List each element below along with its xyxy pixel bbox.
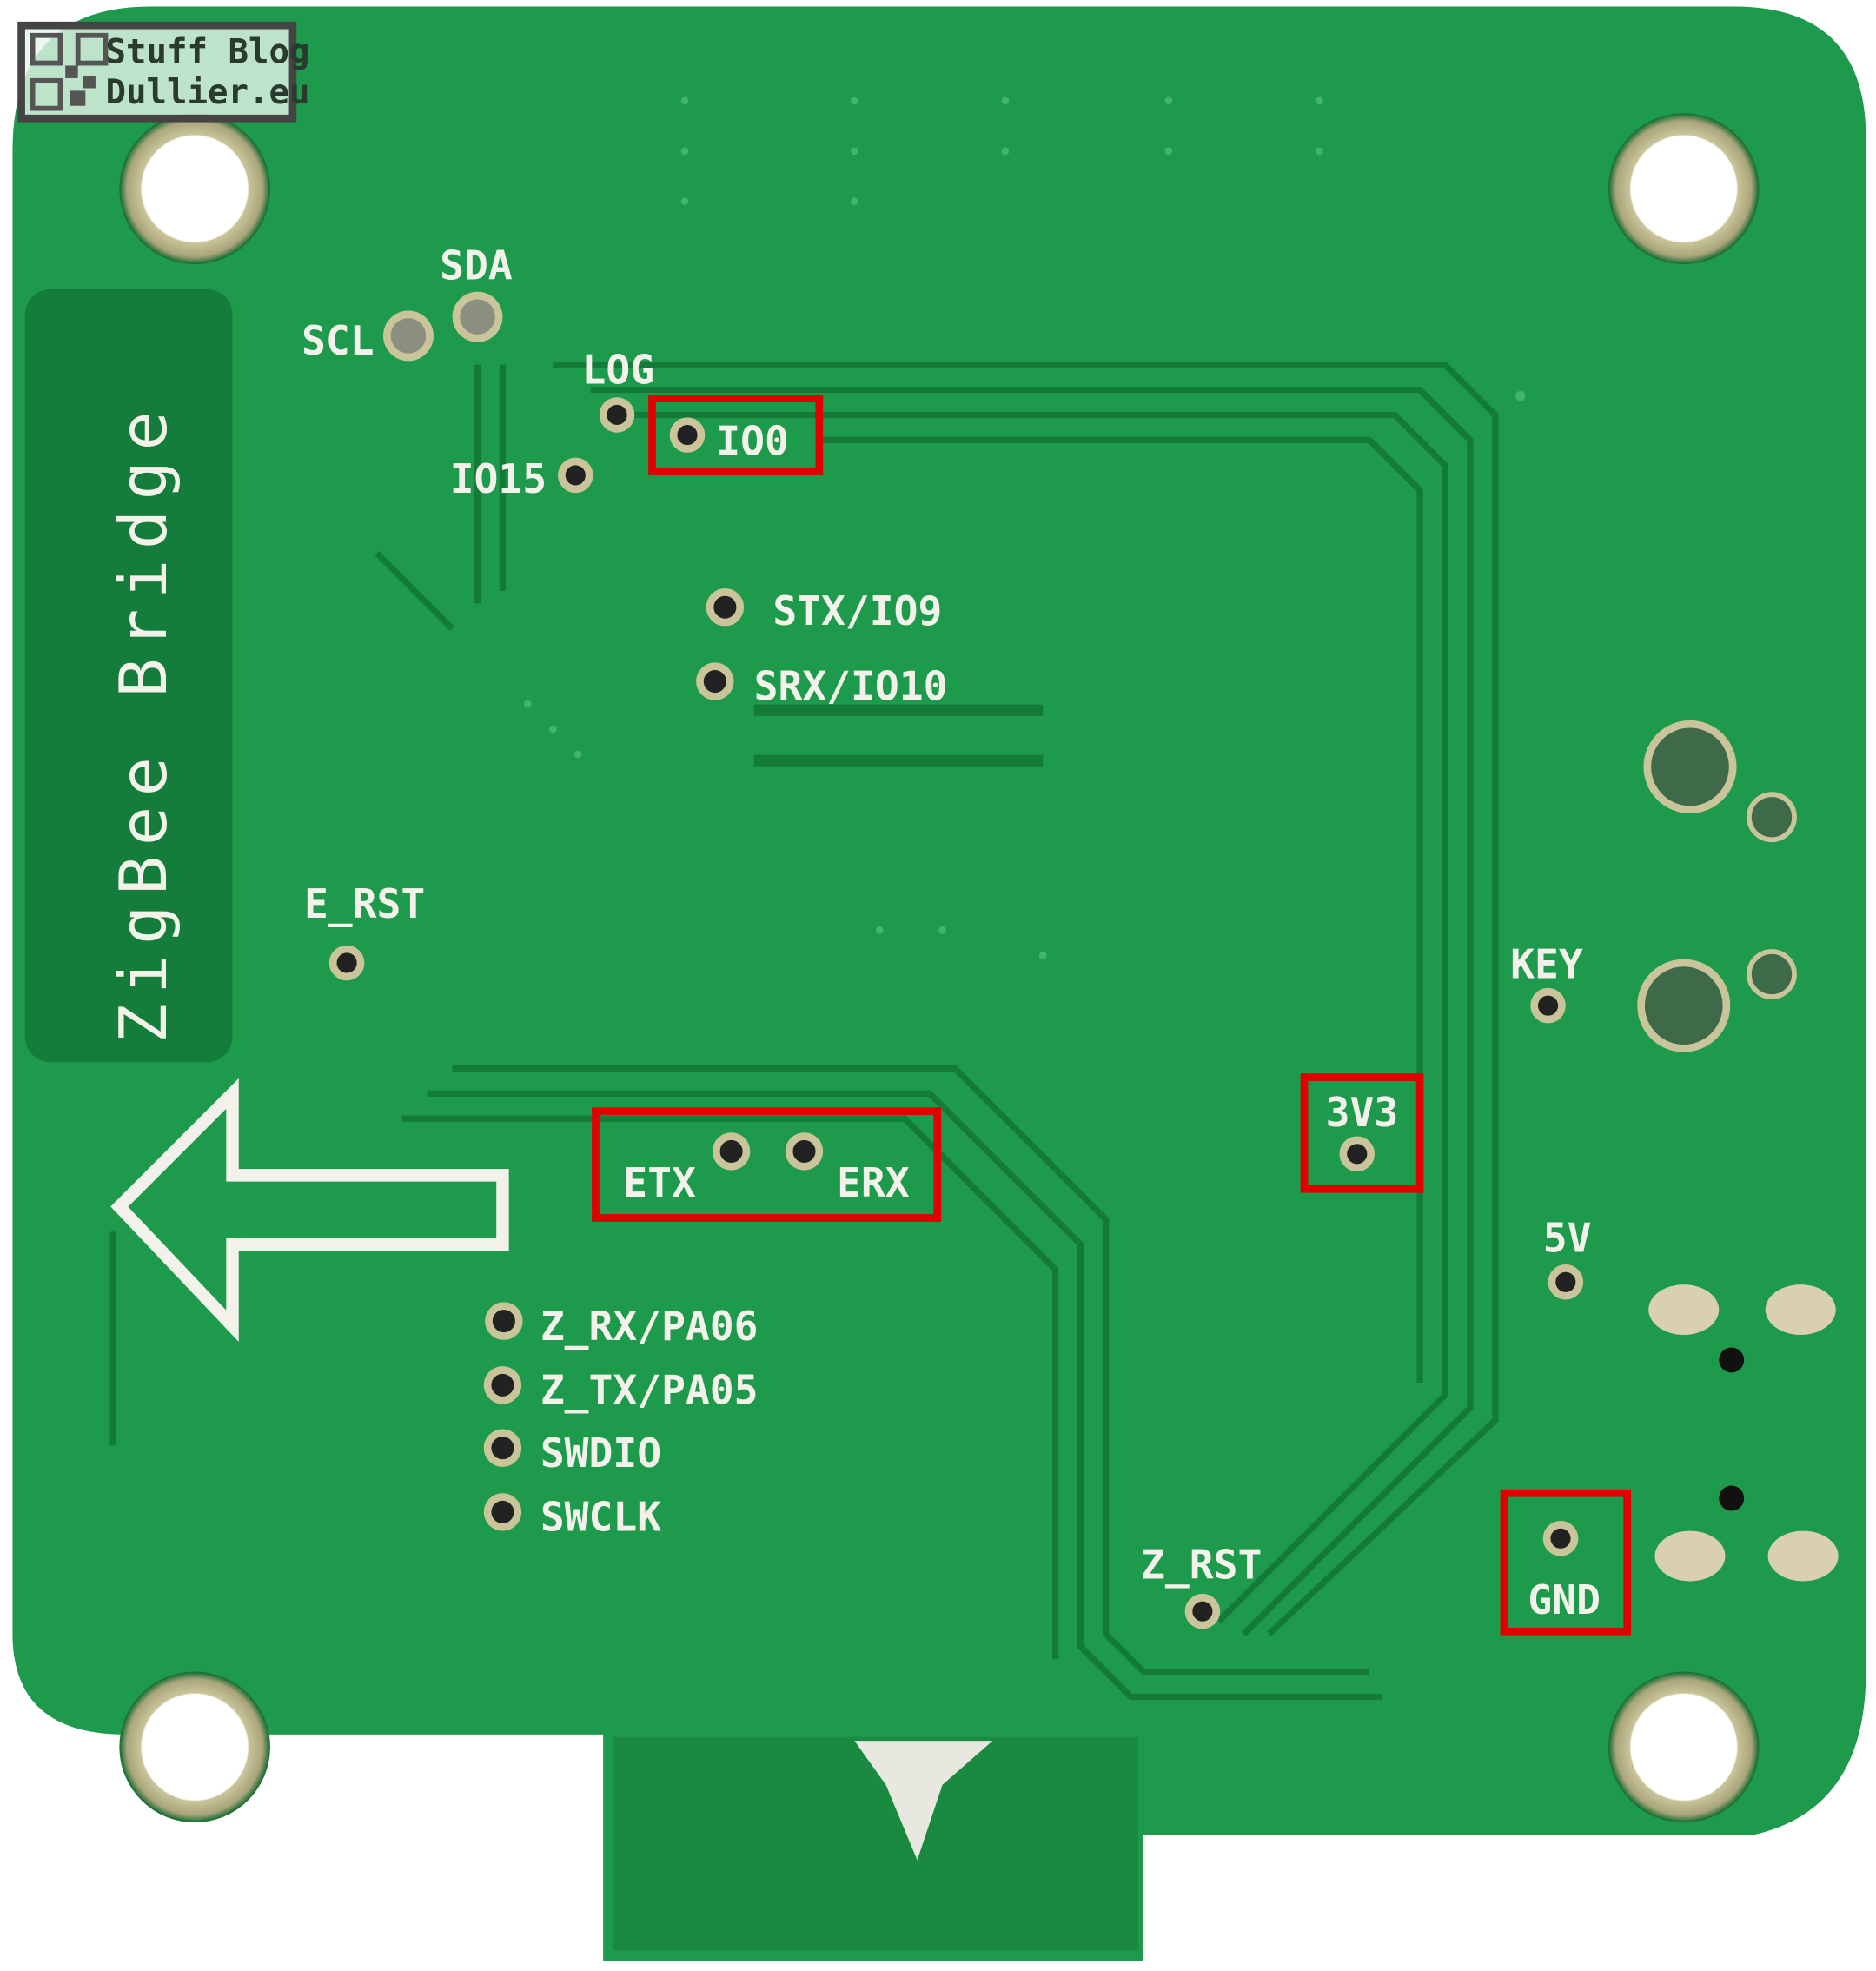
- label-swclk: SWCLK: [540, 1494, 661, 1541]
- through-hole-components: [1637, 720, 1839, 1582]
- mounting-hole: [1608, 1671, 1760, 1823]
- label-stx-io9: STX/IO9: [772, 587, 942, 634]
- antenna-marking: [854, 1741, 993, 1861]
- label-3v3: 3V3: [1326, 1089, 1399, 1136]
- watermark-line2: Dullier.eu: [105, 73, 309, 112]
- pcb-outline: [12, 6, 1866, 1961]
- label-key: KEY: [1510, 940, 1583, 987]
- label-z-rst: Z_RST: [1141, 1542, 1262, 1589]
- label-z-tx: Z_TX/PA05: [540, 1367, 759, 1414]
- traces: [109, 362, 1499, 1701]
- test-pads: [328, 291, 1584, 1629]
- label-gnd: GND: [1528, 1576, 1601, 1623]
- board-title: ZigBee Bridge: [105, 402, 182, 1044]
- label-srx-io10: SRX/IO10: [754, 663, 948, 710]
- label-scl: SCL: [302, 317, 375, 364]
- label-log: LOG: [582, 346, 655, 393]
- highlight-boxes: [592, 395, 1632, 1636]
- side-strip: [24, 289, 233, 1063]
- mounting-hole: [1608, 113, 1760, 264]
- label-e-rst: E_RST: [304, 880, 425, 927]
- label-io0: IO0: [716, 418, 789, 465]
- watermark: Stuff Blog Dullier.eu: [17, 21, 309, 123]
- label-etx: ETX: [623, 1159, 696, 1206]
- label-5v: 5V: [1543, 1215, 1592, 1262]
- qr-code-icon: [30, 32, 109, 111]
- label-io15: IO15: [450, 455, 547, 502]
- antenna-module: [613, 1736, 1139, 1951]
- label-sda: SDA: [440, 242, 513, 289]
- vias: [524, 96, 1526, 959]
- label-z-rx: Z_RX/PA06: [540, 1303, 759, 1350]
- mounting-hole: [119, 113, 270, 264]
- mounting-hole: [119, 1671, 270, 1823]
- arrow-left-icon: [110, 1078, 509, 1343]
- watermark-line1: Stuff Blog: [105, 33, 309, 72]
- label-swdio: SWDIO: [540, 1430, 661, 1477]
- label-erx: ERX: [837, 1159, 910, 1206]
